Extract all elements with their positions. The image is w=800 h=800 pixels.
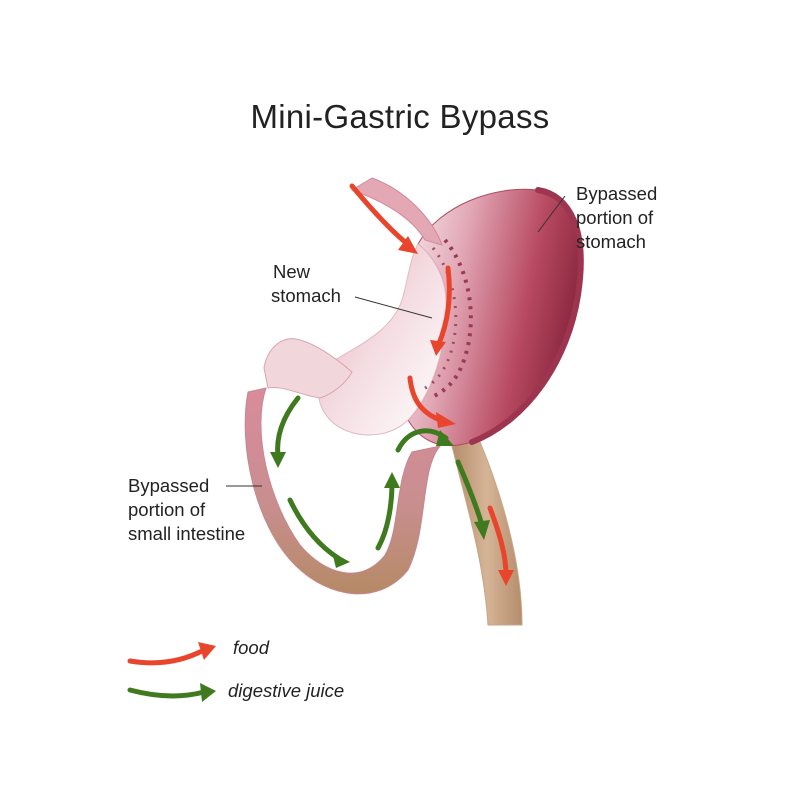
juice-arrowhead-2 <box>332 552 350 568</box>
leader-bypassed-stomach <box>537 195 566 233</box>
legend-juice-label: digestive juice <box>228 680 345 701</box>
juice-arrow-1 <box>275 395 301 459</box>
juice-arrowhead-4 <box>436 430 454 446</box>
food-arrowhead-1 <box>398 236 418 254</box>
duodenum-stump <box>263 338 353 399</box>
label-line: stomach <box>576 231 646 252</box>
intestine-loop <box>244 387 442 595</box>
leader-new-stomach <box>354 296 433 319</box>
label-line: Bypassed <box>576 183 658 204</box>
label-line: stomach <box>271 285 341 306</box>
label-line: portion of <box>128 499 206 520</box>
esophagus <box>350 177 443 246</box>
food-arrow-2 <box>435 265 452 349</box>
legend-food-label: food <box>233 637 270 658</box>
juice-arrowhead-1 <box>270 452 286 468</box>
juice-arrow-5 <box>455 459 485 528</box>
label-line: Bypassed <box>128 475 210 496</box>
legend-juice-arrowhead <box>200 683 216 702</box>
food-arrowhead-4 <box>498 570 514 586</box>
label-line: small intestine <box>128 523 246 544</box>
label-bypassed-stomach: Bypassed portion of stomach <box>576 182 657 254</box>
label-line: New <box>273 261 311 282</box>
stomach-rim <box>469 187 584 445</box>
new-stomach-pouch <box>317 243 447 436</box>
label-bypassed-intestine: Bypassed portion of small intestine <box>128 474 245 546</box>
juice-arrowhead-3 <box>384 472 400 488</box>
legend-juice-arrow <box>127 687 207 699</box>
food-arrowhead-3 <box>436 412 456 428</box>
juice-arrow-3 <box>375 479 395 551</box>
label-line: portion of <box>576 207 654 228</box>
food-arrowhead-2 <box>430 340 446 356</box>
food-arrow-3 <box>407 375 443 423</box>
food-arrow-4 <box>487 505 509 578</box>
legend-food-arrow <box>127 647 207 666</box>
label-new-stomach: New stomach <box>271 260 341 308</box>
diagram-title: Mini-Gastric Bypass <box>250 98 550 135</box>
legend-food-arrowhead <box>198 642 216 660</box>
juice-arrowhead-5 <box>474 520 490 540</box>
